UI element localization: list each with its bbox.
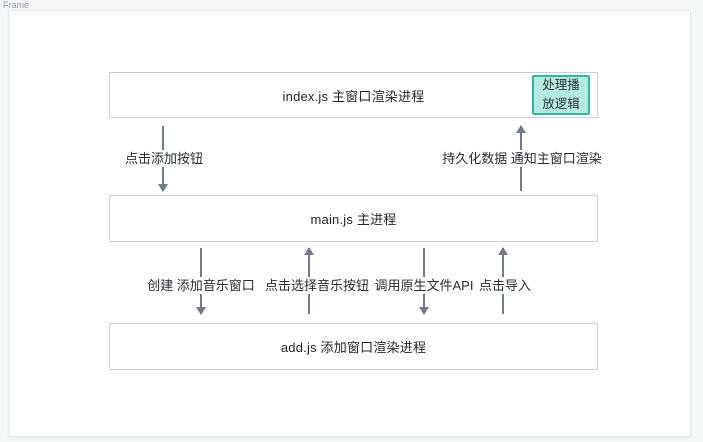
- edge-native-file-api-label: 调用原生文件API: [371, 277, 477, 294]
- node-add-js[interactable]: add.js 添加窗口渲染进程: [109, 323, 598, 370]
- arrow-down-icon: [158, 184, 168, 192]
- node-index-js[interactable]: index.js 主窗口渲染进程 处理播放逻辑: [109, 72, 598, 118]
- arrow-down-icon: [196, 307, 206, 315]
- edge-persist-notify-label: 持久化数据 通知主窗口渲染: [439, 150, 605, 167]
- node-index-js-label: index.js 主窗口渲染进程: [282, 88, 425, 104]
- edge-click-import-label: 点击导入: [475, 277, 535, 294]
- arrow-up-icon: [304, 247, 314, 255]
- node-main-js-label: main.js 主进程: [310, 212, 397, 227]
- frame-label[interactable]: Frame: [3, 0, 30, 10]
- badge-handle-playback-label: 处理播放逻辑: [542, 78, 580, 111]
- diagram-canvas: index.js 主窗口渲染进程 处理播放逻辑 main.js 主进程 add.…: [8, 10, 691, 437]
- node-main-js[interactable]: main.js 主进程: [109, 195, 598, 242]
- arrow-up-icon: [498, 247, 508, 255]
- edge-click-add-label: 点击添加按钮: [121, 150, 207, 167]
- arrow-up-icon: [516, 125, 526, 133]
- arrow-down-icon: [419, 307, 429, 315]
- node-add-js-label: add.js 添加窗口渲染进程: [280, 340, 427, 355]
- edge-create-window-label: 创建 添加音乐窗口: [144, 277, 258, 294]
- edge-choose-music-label: 点击选择音乐按钮: [261, 277, 373, 294]
- badge-handle-playback[interactable]: 处理播放逻辑: [532, 75, 590, 115]
